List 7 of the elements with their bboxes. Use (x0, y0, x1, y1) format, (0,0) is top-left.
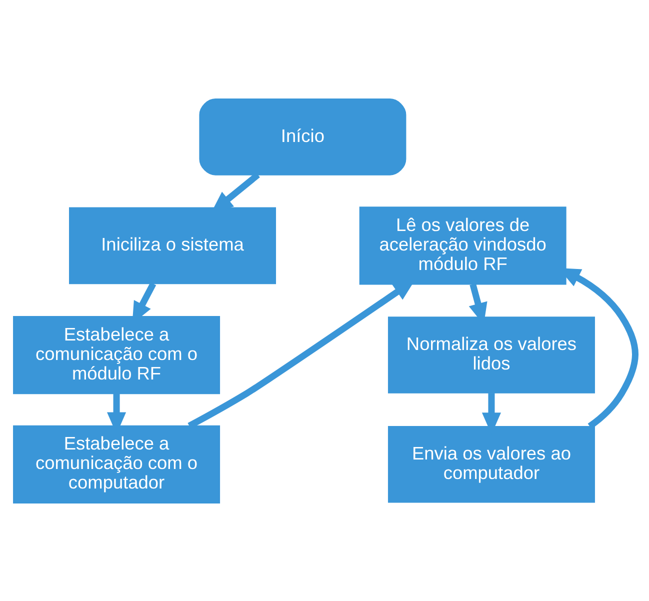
node-box: Estabelece a comunicação com o computador (13, 424, 220, 503)
node-box: Iniciliza o sistema (69, 206, 276, 284)
node-box: Estabelece a comunicação com o módulo RF (13, 315, 220, 394)
node-box: Normaliza os valores lidos (388, 316, 595, 393)
node-box: Início (199, 98, 406, 175)
node-box: Envia os valores ao computador (388, 425, 595, 502)
node-box: Lê os valores de aceleração vindosdo módulo RF (359, 206, 566, 284)
